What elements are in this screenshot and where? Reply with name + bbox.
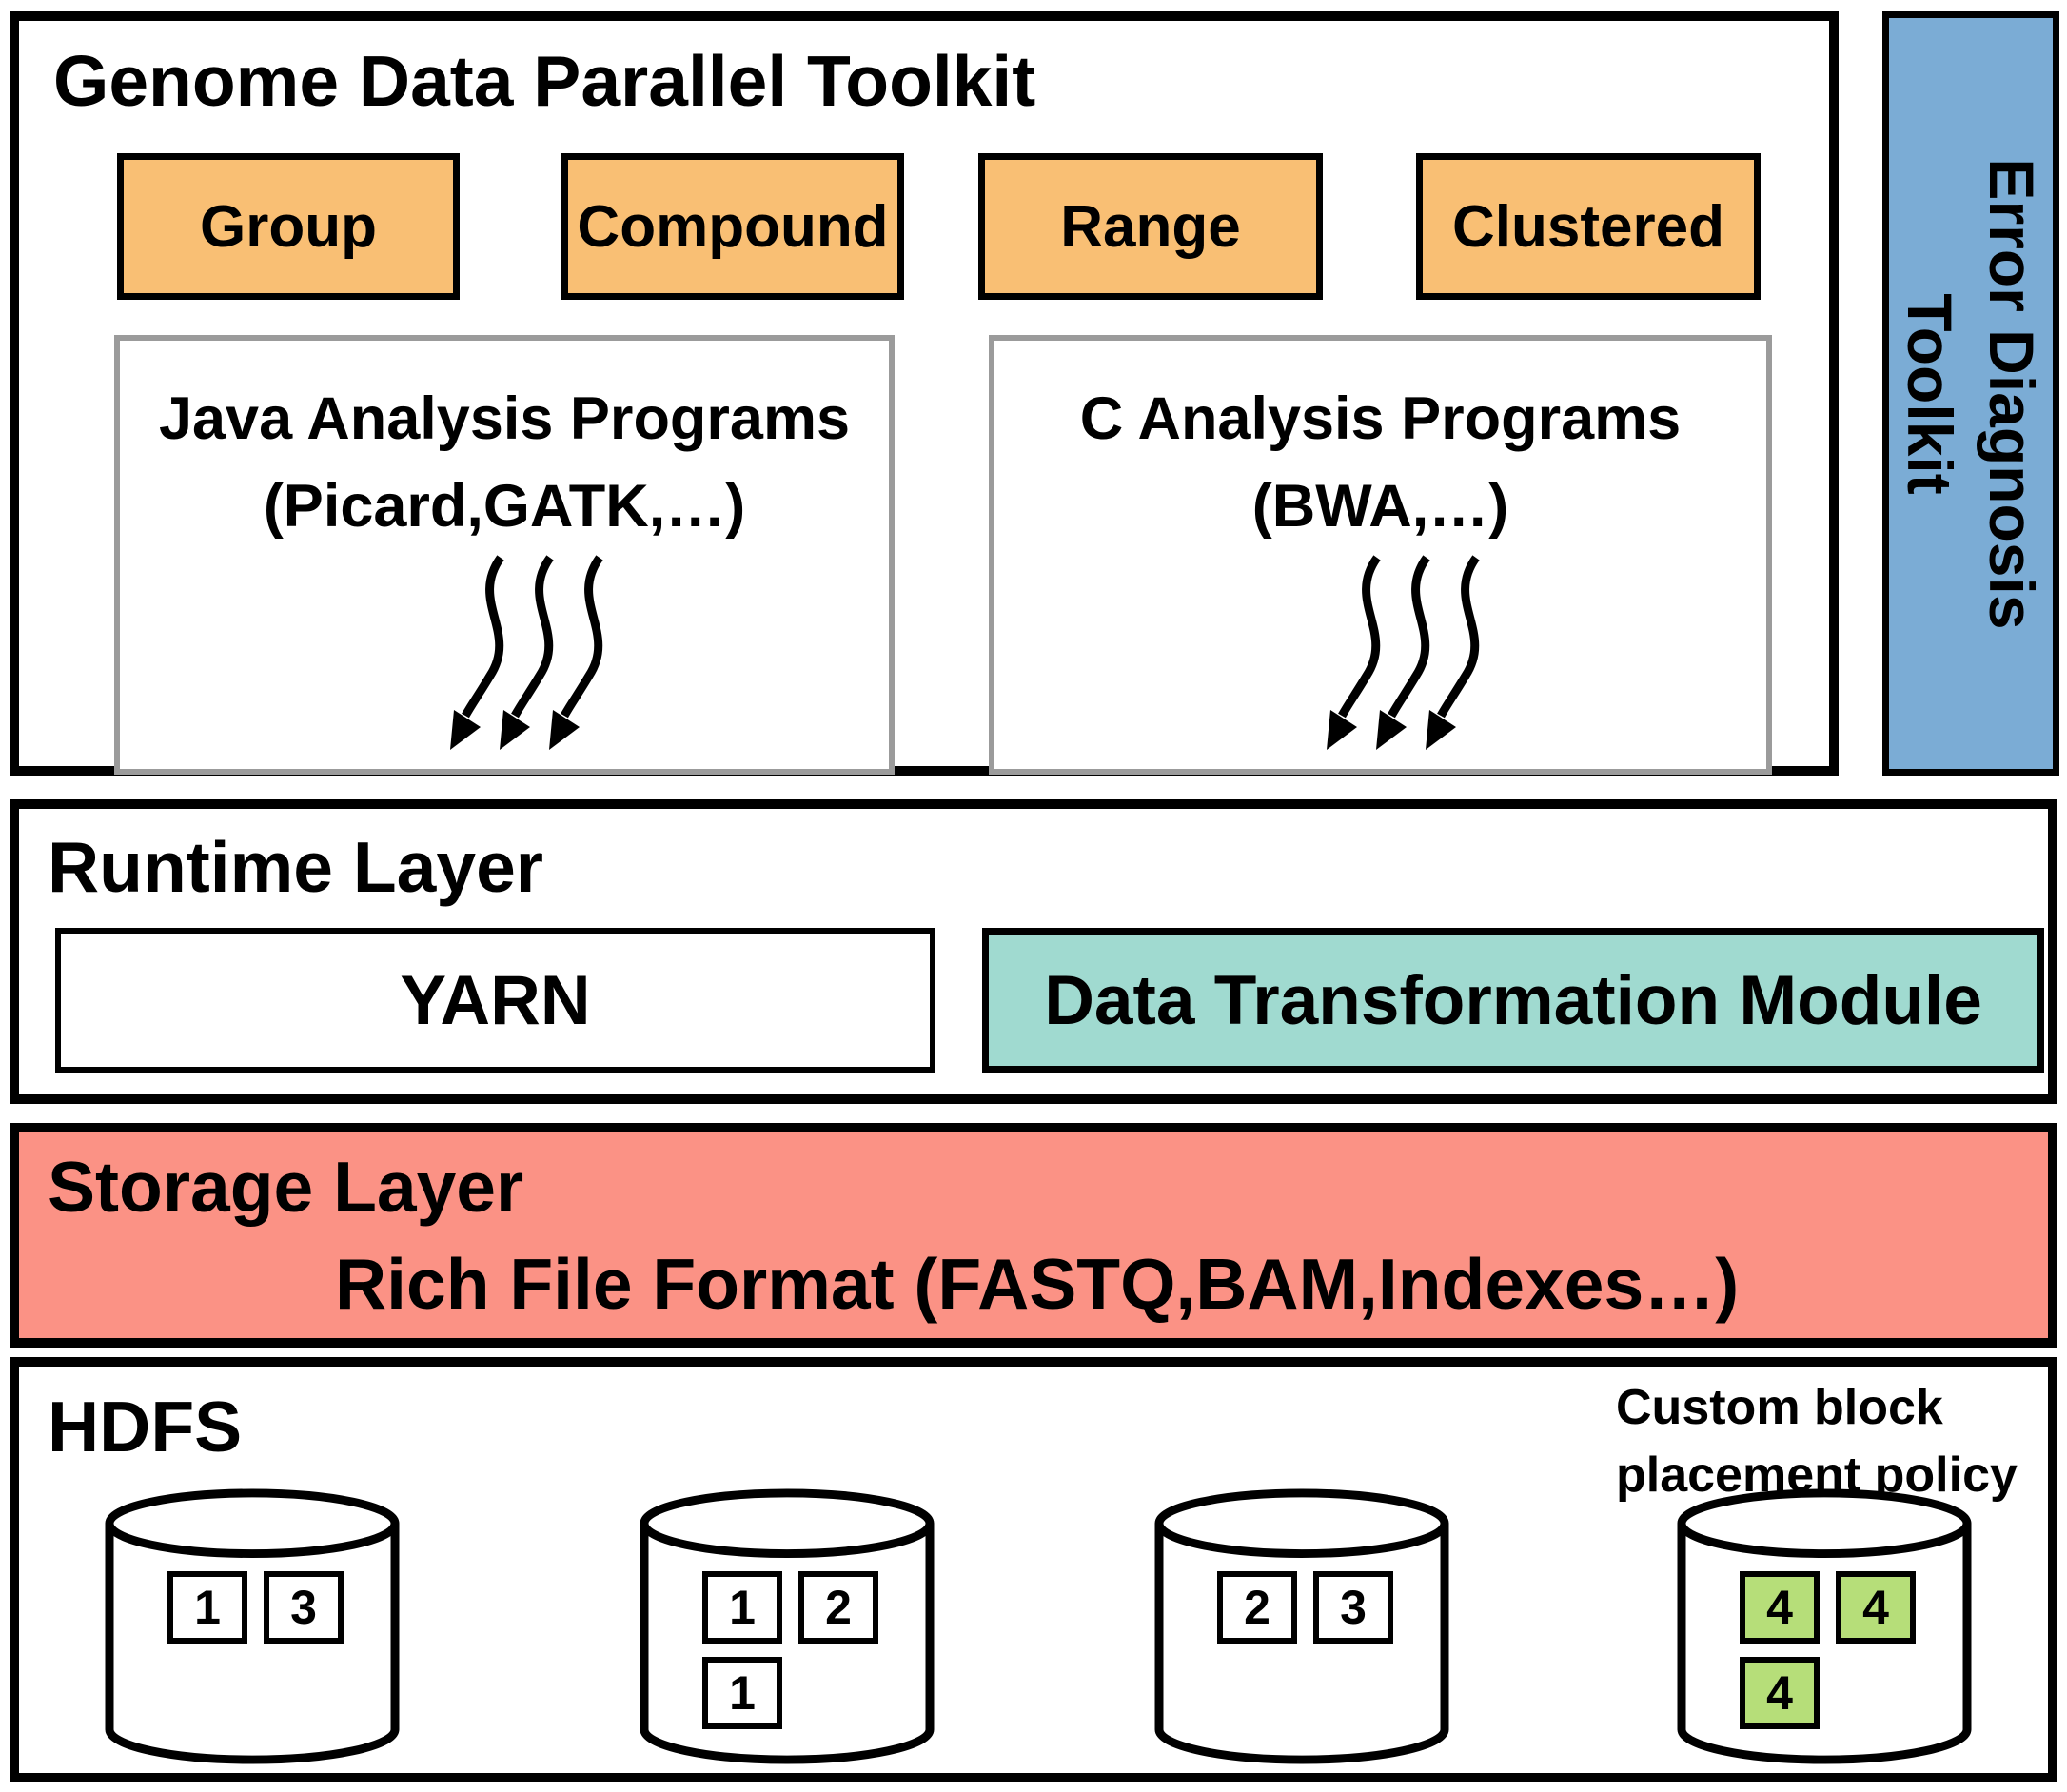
hdfs-block-label: 4 (1862, 1581, 1889, 1634)
datanode-cylinder-icon (1154, 1488, 1449, 1764)
hdfs-title: HDFS (48, 1387, 243, 1467)
access-method-compound: Compound (561, 153, 904, 300)
error-diagnosis-line1: Error Diagnosis (1977, 157, 2047, 630)
custom-block-policy-line1: Custom block (1616, 1380, 1943, 1435)
data-transformation-module-box: Data Transformation Module (982, 928, 2044, 1073)
c-programs-box: C Analysis Programs (BWA,…) (989, 335, 1772, 775)
datanode-3: 2 3 (1154, 1487, 1449, 1771)
rich-file-format-label: Rich File Format (FASTQ,BAM,Indexes…) (335, 1244, 1740, 1324)
hdfs-block-label: 1 (194, 1581, 221, 1634)
error-diagnosis-label: Error Diagnosis Toolkit (1889, 158, 2053, 629)
hdfs-block-label: 1 (729, 1666, 756, 1720)
toolkit-panel: Genome Data Parallel Toolkit Group Compo… (10, 11, 1839, 776)
yarn-box: YARN (55, 928, 935, 1073)
hdfs-block: 3 (264, 1571, 344, 1644)
access-method-clustered-label: Clustered (1452, 193, 1724, 260)
datanode-1: 1 3 (105, 1487, 400, 1771)
access-method-compound-label: Compound (577, 193, 889, 260)
data-transformation-module-label: Data Transformation Module (1044, 961, 1982, 1039)
c-programs-line2: (BWA,…) (1251, 473, 1509, 540)
java-programs-line1: Java Analysis Programs (158, 385, 851, 452)
error-diagnosis-panel: Error Diagnosis Toolkit (1882, 11, 2059, 776)
hdfs-block-label: 3 (290, 1581, 317, 1634)
datanode-cylinder-icon (640, 1488, 935, 1764)
storage-layer-panel: Storage Layer Rich File Format (FASTQ,BA… (10, 1123, 2057, 1348)
java-programs-box: Java Analysis Programs (Picard,GATK,…) (114, 335, 895, 775)
hdfs-block: 1 (702, 1571, 782, 1644)
java-programs-line2: (Picard,GATK,…) (263, 473, 746, 540)
c-programs-line1: C Analysis Programs (1079, 385, 1682, 452)
hdfs-block: 2 (1217, 1571, 1297, 1644)
hdfs-block-custom: 4 (1740, 1657, 1820, 1729)
access-method-group-label: Group (200, 193, 377, 260)
access-method-range: Range (978, 153, 1323, 300)
hdfs-block: 3 (1313, 1571, 1393, 1644)
error-diagnosis-line2: Toolkit (1895, 292, 1965, 495)
datanode-4: 4 4 4 (1677, 1487, 1972, 1771)
hdfs-block: 1 (702, 1657, 782, 1729)
hdfs-block-label: 4 (1766, 1666, 1793, 1720)
access-method-clustered: Clustered (1416, 153, 1761, 300)
hdfs-block-label: 2 (1244, 1581, 1270, 1634)
custom-block-policy-annotation: Custom block placement policy (1616, 1374, 2018, 1509)
runtime-layer-title: Runtime Layer (48, 827, 543, 907)
datanode-2: 1 2 1 (640, 1487, 935, 1771)
flow-arrows-icon (450, 555, 603, 750)
runtime-layer-panel: Runtime Layer YARN Data Transformation M… (10, 799, 2057, 1104)
storage-layer-title: Storage Layer (48, 1147, 524, 1227)
hdfs-block: 2 (798, 1571, 878, 1644)
datanode-cylinder-icon (1677, 1488, 1972, 1764)
hdfs-panel: HDFS Custom block placement policy 1 3 1 (10, 1357, 2057, 1782)
hdfs-block: 1 (167, 1571, 247, 1644)
hdfs-block-label: 1 (729, 1581, 756, 1634)
access-method-range-label: Range (1060, 193, 1241, 260)
flow-arrows-icon (1326, 555, 1480, 750)
hdfs-block-custom: 4 (1836, 1571, 1916, 1644)
hdfs-block-label: 3 (1340, 1581, 1367, 1634)
yarn-label: YARN (400, 961, 591, 1039)
hdfs-block-custom: 4 (1740, 1571, 1820, 1644)
hdfs-block-label: 4 (1766, 1581, 1793, 1634)
hdfs-block-label: 2 (825, 1581, 852, 1634)
access-method-group: Group (117, 153, 460, 300)
datanode-cylinder-icon (105, 1488, 400, 1764)
toolkit-title: Genome Data Parallel Toolkit (53, 41, 1036, 121)
